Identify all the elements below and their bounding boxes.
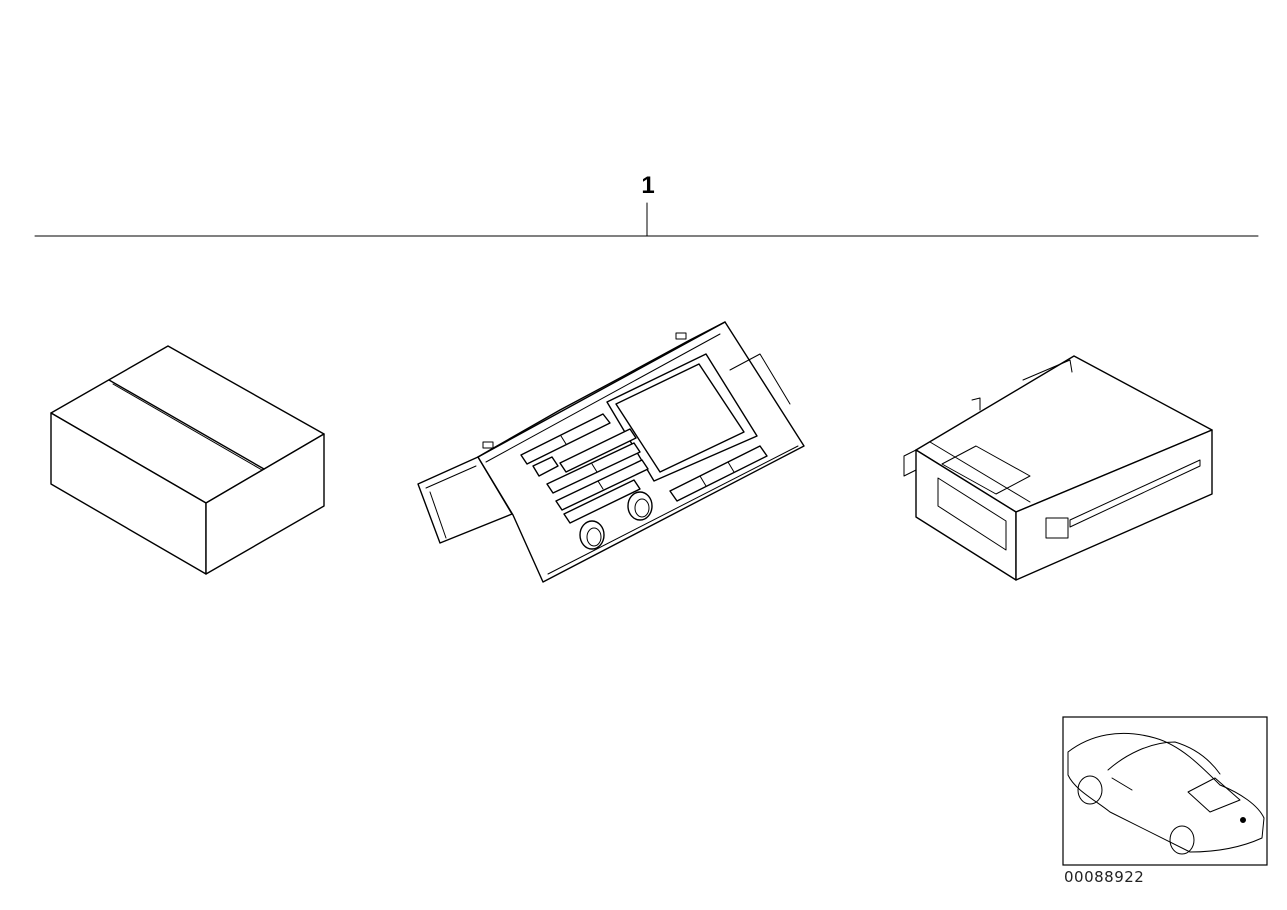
packaging-box-icon[interactable] [50,345,325,575]
knob-left [579,520,605,550]
diagram-reference-id: 00088922 [1064,868,1145,886]
vehicle-location-thumbnail-icon [1062,716,1268,866]
assembly-bracket [34,202,1259,237]
part-callout-number[interactable]: 1 [641,172,655,199]
cd-drive-unit-icon[interactable] [903,355,1213,581]
button-cluster [520,413,768,524]
control-panel-unit-icon[interactable] [417,321,805,583]
knob-right [627,491,653,521]
